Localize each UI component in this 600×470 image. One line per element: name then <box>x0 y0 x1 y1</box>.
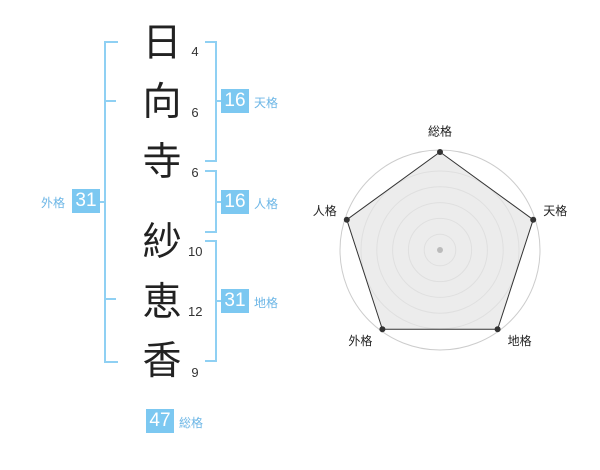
gaikaku-badge: 31 <box>72 189 100 213</box>
jinkaku-badge: 16 <box>221 190 249 214</box>
stroke-count-6: 9 <box>191 365 199 380</box>
chikaku-badge: 31 <box>221 289 249 313</box>
jinkaku-connector <box>215 201 222 203</box>
stroke-count-3: 6 <box>191 165 199 180</box>
radar-data-polygon <box>346 151 534 330</box>
gaikaku-bracket-tick-1 <box>104 100 116 102</box>
chikaku-label: 地格 <box>254 296 279 310</box>
name-char-2: 向 <box>142 80 182 125</box>
name-char-1: 日 <box>142 21 182 66</box>
tenkaku-connector <box>215 100 222 102</box>
radar-axis-label-1: 総格 <box>428 124 452 139</box>
name-char-5: 恵 <box>142 280 182 325</box>
gaikaku-bracket <box>104 41 118 363</box>
tenkaku-label: 天格 <box>254 96 279 110</box>
radar-point-3 <box>494 326 501 333</box>
radar-axis-label-4: 外格 <box>348 333 372 348</box>
stroke-count-1: 4 <box>191 44 199 59</box>
tenkaku-badge: 16 <box>221 89 249 113</box>
radar-axis-label-5: 人格 <box>313 203 337 218</box>
gaikaku-bracket-tick-2 <box>104 298 116 300</box>
name-char-4: 紗 <box>142 220 182 265</box>
name-char-6: 香 <box>142 339 182 384</box>
stroke-count-4: 10 <box>188 244 203 259</box>
radar-data-points <box>343 149 537 333</box>
radar-point-5 <box>343 216 350 223</box>
radar-point-1 <box>437 149 443 155</box>
soukaku-label: 総格 <box>179 416 204 430</box>
radar-center-dot <box>437 247 443 253</box>
gaikaku-label: 外格 <box>41 196 66 210</box>
name-char-3: 寺 <box>142 140 182 185</box>
jinkaku-label: 人格 <box>254 197 279 211</box>
chikaku-connector <box>215 300 222 302</box>
stroke-count-2: 6 <box>191 105 199 120</box>
stroke-count-5: 12 <box>188 304 203 319</box>
soukaku-badge: 47 <box>146 409 174 433</box>
radar-axis-label-3: 地格 <box>508 333 532 348</box>
radar-point-2 <box>530 216 537 223</box>
radar-axis-label-2: 天格 <box>543 203 567 218</box>
radar-point-4 <box>379 326 386 333</box>
